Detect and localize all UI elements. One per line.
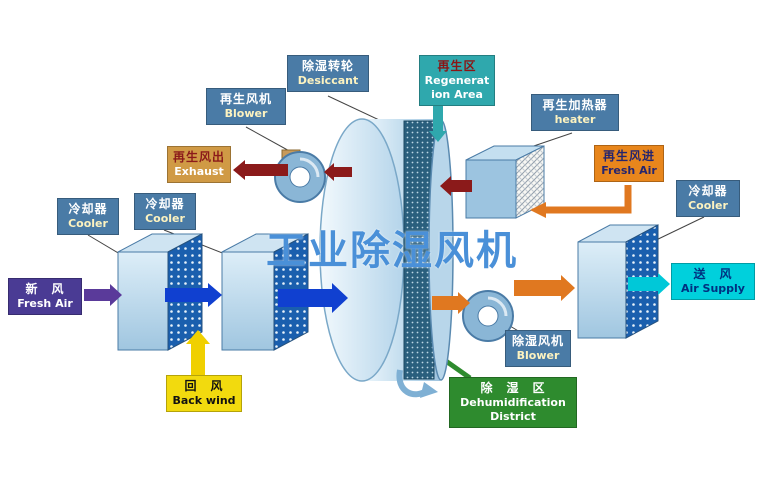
dry-air-arrow-2 [514,275,575,301]
label-cooler-right-zh: 冷却器 [688,184,728,198]
label-fresh-air-zh: 新 风 [25,282,65,296]
back-wind-arrow [186,330,210,375]
label-back-wind-en: Back wind [172,394,236,407]
label-exhaust: 再生风出 Exhaust [167,146,231,183]
label-regen-heater-zh: 再生加热器 [542,98,608,112]
heater-front [465,159,517,219]
label-cooler-right: 冷却器 Cooler [676,180,740,217]
label-regen-blower-zh: 再生风机 [219,92,272,106]
label-regeneration-area: 再生区 Regeneration Area [419,55,495,106]
wheel-rotation-arrow [396,369,438,398]
process-air-arrow-2 [278,283,348,313]
air-unit-middle [221,233,309,351]
label-cooler-right-en: Cooler [688,199,728,212]
regen-blower-swirl [299,157,320,178]
wheel-right-rim [428,119,454,381]
label-air-supply-zh: 送 风 [693,267,733,281]
air-unit-right-front [577,241,627,339]
air-unit-left-front [117,251,169,351]
fresh-air-inlet-arrow [84,284,122,306]
label-exhaust-en: Exhaust [174,165,224,178]
label-exhaust-zh: 再生风出 [172,150,225,164]
regen-hot-air-arrow [440,176,472,196]
label-dehum-district-en: Dehumidification District [460,396,566,423]
regen-heater-unit [465,145,545,219]
label-back-wind-zh: 回 风 [184,379,224,393]
dehum-blower-hub [477,305,499,327]
dehum-blower-fan [462,290,514,342]
desiccant-wheel [319,118,454,382]
label-fresh-air: 新 风 Fresh Air [8,278,82,315]
label-fresh-air-en: Fresh Air [17,297,73,310]
label-regen-fresh-air-zh: 再生风进 [602,149,655,163]
rotation-arrow-head [420,382,438,398]
label-regen-blower-en: Blower [224,107,268,120]
process-air-arrow-1 [165,283,222,307]
label-cooler-mid: 冷却器 Cooler [134,193,196,230]
label-regen-fresh-air: 再生风进 Fresh Air [594,145,664,182]
label-cooler-left-en: Cooler [68,217,108,230]
connector-cooler-right [651,216,705,243]
label-air-supply-en: Air Supply [681,282,745,295]
label-cooler-mid-zh: 冷却器 [145,197,185,211]
label-back-wind: 回 风 Back wind [166,375,242,412]
label-desiccant-zh: 除湿转轮 [301,59,354,73]
regen-fresh-air-path [544,185,632,214]
air-unit-middle-front [221,251,275,351]
label-regen-heater-en: heater [554,113,596,126]
label-dehum-blower-en: Blower [516,349,560,362]
regen-exhaust-arrow-1 [324,163,352,181]
label-regeneration-area-zh: 再生区 [437,59,477,73]
regen-area-arrow [429,106,447,142]
label-regen-blower: 再生风机 Blower [206,88,286,125]
label-dehum-blower-zh: 除湿风机 [511,334,564,348]
label-regen-heater: 再生加热器 heater [531,94,619,131]
dry-air-arrow-1 [432,292,470,314]
wheel-left-cap [319,118,405,382]
regen-fresh-air-arrowhead [530,202,546,218]
connector-regen-blower [245,126,294,154]
label-cooler-left-zh: 冷却器 [68,202,108,216]
label-cooler-mid-en: Cooler [145,212,185,225]
label-dehum-blower: 除湿风机 Blower [505,330,571,367]
label-regeneration-area-en: Regeneration Area [424,74,490,101]
label-dehum-district: 除 湿 区 Dehumidification District [449,377,577,428]
label-desiccant-en: Desiccant [297,74,359,87]
label-desiccant: 除湿转轮 Desiccant [287,55,369,92]
label-air-supply: 送 风 Air Supply [671,263,755,300]
label-regen-fresh-air-en: Fresh Air [601,164,657,177]
regen-blower-hub [289,166,311,188]
flow-arrows [84,106,670,375]
label-dehum-district-zh: 除 湿 区 [480,381,546,395]
air-unit-left [117,233,203,351]
dehum-blower-swirl [487,296,508,317]
regen-exhaust-arrow-2 [233,160,288,180]
air-supply-arrow [628,273,670,295]
label-cooler-left: 冷却器 Cooler [57,198,119,235]
